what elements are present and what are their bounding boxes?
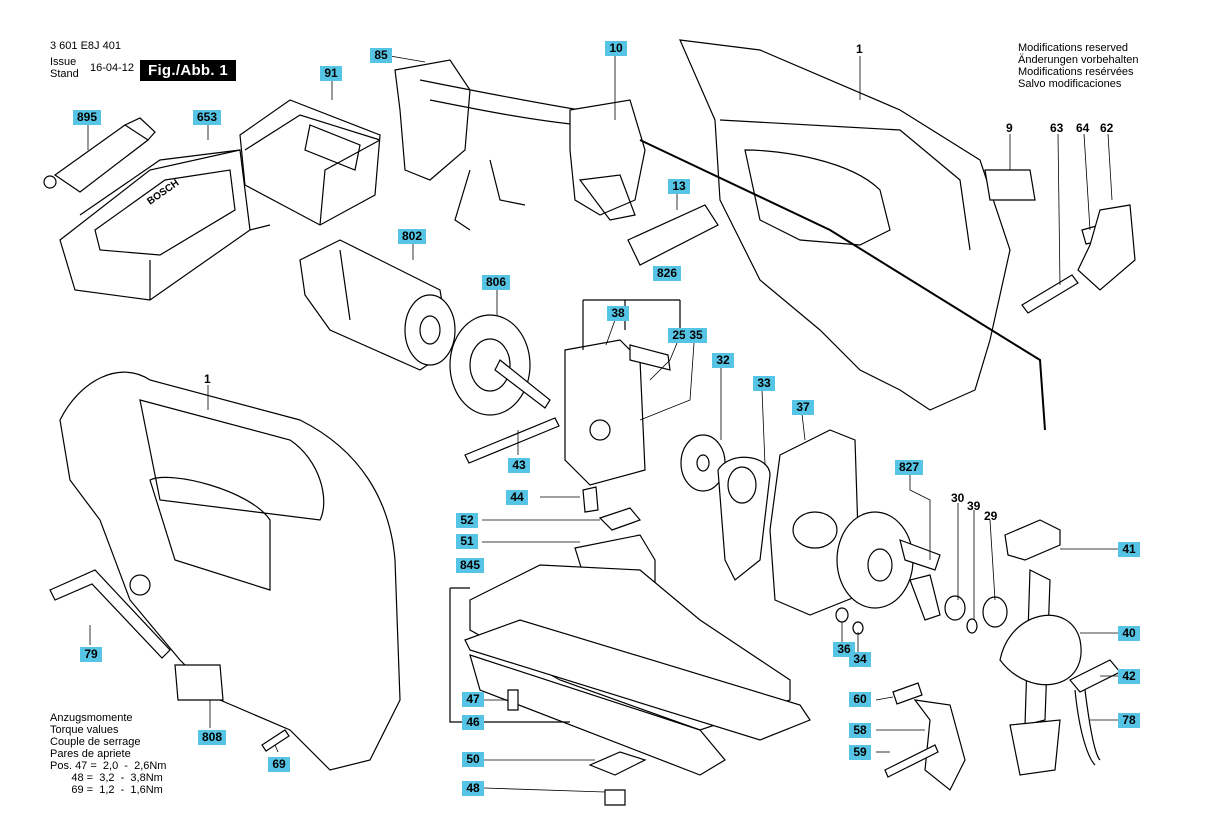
mod-line: Modifications resérvées — [1018, 66, 1134, 78]
torque-row: Pos. 47 = 2,0 - 2,6Nm — [50, 760, 167, 772]
battery-charger — [59, 149, 271, 301]
part-label-63[interactable]: 63 — [1050, 121, 1064, 135]
part-label-802[interactable]: 802 — [398, 229, 427, 244]
issue-date: 16-04-12 — [90, 62, 135, 74]
part-label-827[interactable]: 827 — [895, 460, 924, 475]
washers-30-39-29 — [835, 595, 1008, 635]
hex-key — [49, 569, 171, 659]
part-label-29[interactable]: 29 — [984, 509, 998, 523]
switch-module — [569, 99, 646, 221]
torque-values-block: Anzugsmomente Torque values Couple de se… — [50, 712, 166, 796]
part-label-38[interactable]: 38 — [607, 306, 629, 321]
issue-stand-label: Issue Stand — [50, 56, 79, 80]
part-label-62[interactable]: 62 — [1100, 121, 1114, 135]
part-label-39[interactable]: 39 — [967, 499, 981, 513]
fan-armature — [449, 314, 551, 416]
part-label-808[interactable]: 808 — [198, 730, 227, 745]
part-label-91[interactable]: 91 — [320, 66, 342, 81]
mod-line: Modifications reserved — [1018, 42, 1129, 54]
part-label-10[interactable]: 10 — [605, 41, 627, 56]
part-label-42[interactable]: 42 — [1118, 669, 1140, 684]
figure-badge: Fig./Abb. 1 — [140, 60, 236, 81]
part-label-1-left[interactable]: 1 — [204, 372, 211, 386]
mod-line: Salvo modificaciones — [1018, 78, 1122, 90]
battery-pack — [239, 99, 381, 226]
pin-and-lever-group — [1021, 204, 1136, 314]
document-code: 3 601 E8J 401 — [50, 40, 121, 52]
part-label-78[interactable]: 78 — [1118, 713, 1140, 728]
part-label-25[interactable]: 25 — [668, 328, 690, 343]
part-label-30[interactable]: 30 — [951, 491, 965, 505]
part-label-58[interactable]: 58 — [849, 723, 871, 738]
part-label-653[interactable]: 653 — [193, 110, 222, 125]
part-label-806[interactable]: 806 — [482, 275, 511, 290]
part-label-40[interactable]: 40 — [1118, 626, 1140, 641]
label-808 — [174, 664, 224, 701]
part-label-64[interactable]: 64 — [1076, 121, 1090, 135]
part-label-41[interactable]: 41 — [1118, 542, 1140, 557]
switch-cover — [627, 204, 719, 266]
screw-69 — [261, 729, 290, 752]
part-label-44[interactable]: 44 — [506, 490, 528, 505]
wiring-harness — [394, 59, 581, 231]
part-label-48[interactable]: 48 — [462, 781, 484, 796]
plunger-assembly — [999, 519, 1121, 776]
part-label-13[interactable]: 13 — [668, 179, 690, 194]
torque-heading: Pares de apriete — [50, 748, 131, 760]
grease-tube — [43, 117, 156, 193]
gear-827 — [836, 511, 941, 621]
part-label-34[interactable]: 34 — [849, 652, 871, 667]
part-label-52[interactable]: 52 — [456, 513, 478, 528]
part-label-50[interactable]: 50 — [462, 752, 484, 767]
gear-housing — [564, 299, 681, 486]
part-label-32[interactable]: 32 — [712, 353, 734, 368]
part-label-59[interactable]: 59 — [849, 745, 871, 760]
torque-heading: Torque values — [50, 724, 119, 736]
part-label-46[interactable]: 46 — [462, 715, 484, 730]
washer-32 — [680, 434, 726, 492]
housing-half-right — [639, 39, 1046, 431]
part-label-60[interactable]: 60 — [849, 692, 871, 707]
part-label-9[interactable]: 9 — [1006, 121, 1013, 135]
part-label-33[interactable]: 33 — [753, 376, 775, 391]
torque-row: 69 = 1,2 - 1,6Nm — [50, 784, 163, 796]
torque-heading: Anzugsmomente — [50, 712, 133, 724]
part-label-69[interactable]: 69 — [268, 757, 290, 772]
part-label-1-right[interactable]: 1 — [856, 42, 863, 56]
base-shoe — [449, 564, 811, 776]
part-label-43[interactable]: 43 — [508, 458, 530, 473]
plate-33 — [717, 456, 771, 581]
torque-row: 48 = 3,2 - 3,8Nm — [50, 772, 163, 784]
part-label-47[interactable]: 47 — [462, 692, 484, 707]
modifications-notice: Modifications reserved Änderungen vorbeh… — [1018, 42, 1138, 90]
screws-47-50-48 — [507, 689, 647, 806]
mod-line: Änderungen vorbehalten — [1018, 54, 1139, 66]
part-label-845[interactable]: 845 — [456, 558, 485, 573]
label-plate — [984, 169, 1036, 201]
lever-assembly — [884, 682, 966, 791]
shaft-rod — [464, 417, 560, 464]
leader-lines — [87, 55, 1118, 793]
part-label-895[interactable]: 895 — [73, 110, 102, 125]
motor — [299, 239, 456, 371]
part-label-51[interactable]: 51 — [456, 534, 478, 549]
part-label-79[interactable]: 79 — [80, 647, 102, 662]
part-label-37[interactable]: 37 — [792, 400, 814, 415]
housing-half-left — [59, 371, 401, 771]
part-label-85[interactable]: 85 — [370, 48, 392, 63]
torque-heading: Couple de serrage — [50, 736, 141, 748]
part-label-35[interactable]: 35 — [685, 328, 707, 343]
part-label-826[interactable]: 826 — [653, 266, 682, 281]
